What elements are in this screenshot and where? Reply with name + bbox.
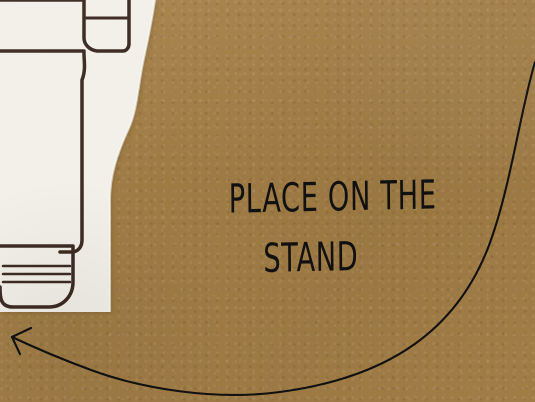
arrow-head-upper [12, 328, 31, 337]
instruction-line-2: STAND [229, 226, 393, 289]
instruction-text: PLACE ON THE STAND [228, 166, 392, 289]
instruction-line-1: PLACE ON THE [228, 166, 392, 229]
